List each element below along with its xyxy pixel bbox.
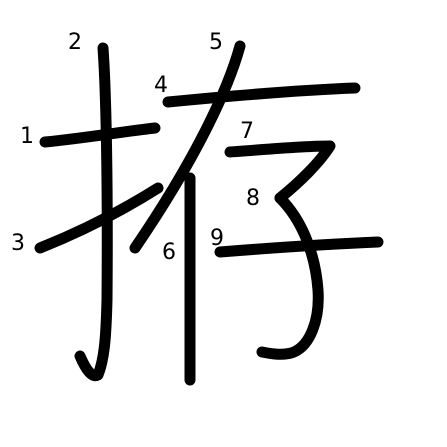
stroke-number-1: 1: [20, 124, 34, 149]
stroke-number-3: 3: [11, 231, 25, 256]
stroke-3: [34, 182, 164, 254]
stroke-number-7: 7: [240, 119, 254, 144]
stroke-8: [256, 192, 324, 360]
stroke-7: [224, 140, 336, 204]
stroke-number-9: 9: [210, 226, 224, 251]
stroke-number-5: 5: [209, 30, 223, 55]
stroke-9: [214, 236, 384, 258]
stroke-2: [74, 42, 113, 382]
stroke-number-6: 6: [162, 240, 176, 265]
stroke-5: [129, 40, 246, 254]
stroke-number-2: 2: [68, 30, 82, 55]
stroke-number-8: 8: [246, 186, 260, 211]
stroke-1: [39, 122, 161, 148]
stroke-4: [162, 82, 361, 108]
stroke-number-4: 4: [154, 73, 168, 98]
